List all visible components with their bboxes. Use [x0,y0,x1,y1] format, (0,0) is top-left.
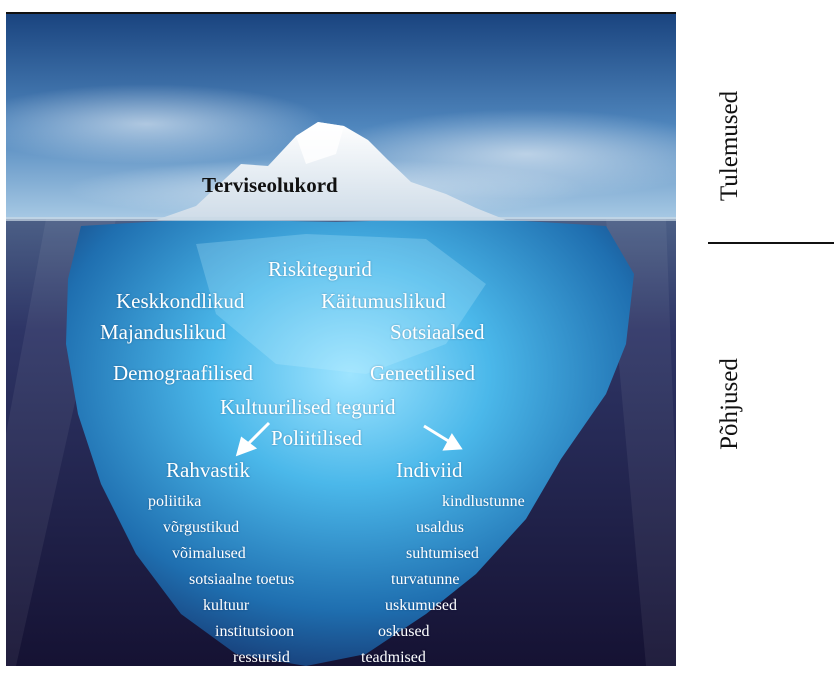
factor-genetic: Geneetilised [370,361,475,385]
side-divider [708,242,834,244]
factor-social: Sotsiaalsed [390,320,485,344]
arrow-to-individual [423,424,451,444]
underwater-ice [66,218,634,666]
population-item: institutsioon [215,623,295,640]
individual-item: turvatunne [391,571,460,588]
population-label: Rahvastik [166,458,250,482]
arrow-to-individual-head [442,433,463,451]
factor-economic: Majanduslikud [100,320,226,344]
causes-label: Põhjused [716,358,743,450]
population-item: poliitika [148,493,202,510]
waterline [6,217,676,221]
arrow-to-population [244,421,271,448]
iceberg-illustration [6,14,676,666]
outcomes-label: Tulemused [716,90,743,202]
iceberg-image: Terviseolukord Riskitegurid Keskkondliku… [6,12,676,666]
individual-item: suhtumised [406,545,479,562]
individual-item: usaldus [416,519,464,536]
factor-demographic: Demograafilised [113,361,253,385]
population-item: sotsiaalne toetus [189,571,295,588]
arrow-to-population-head [235,436,258,457]
factor-environmental: Keskkondlikud [116,289,245,313]
arrows [235,421,463,457]
population-item: ressursid [233,649,290,666]
tip-label: Terviseolukord [202,173,338,197]
population-item: kultuur [203,597,250,614]
cloud [6,84,326,164]
individual-item: uskumused [385,597,457,614]
factor-cultural: Kultuurilised tegurid [220,395,396,419]
population-item: võimalused [172,545,246,562]
risk-factors-title: Riskitegurid [268,257,372,281]
factor-behavioral: Käitumuslikud [321,289,446,313]
individual-item: teadmised [361,649,426,666]
factor-political: Poliitilised [271,426,363,450]
ice-tip [156,122,506,220]
population-item: võrgustikud [163,519,240,536]
individual-label: Indiviid [396,458,463,482]
individual-item: kindlustunne [442,493,525,510]
individual-item: oskused [378,623,430,640]
